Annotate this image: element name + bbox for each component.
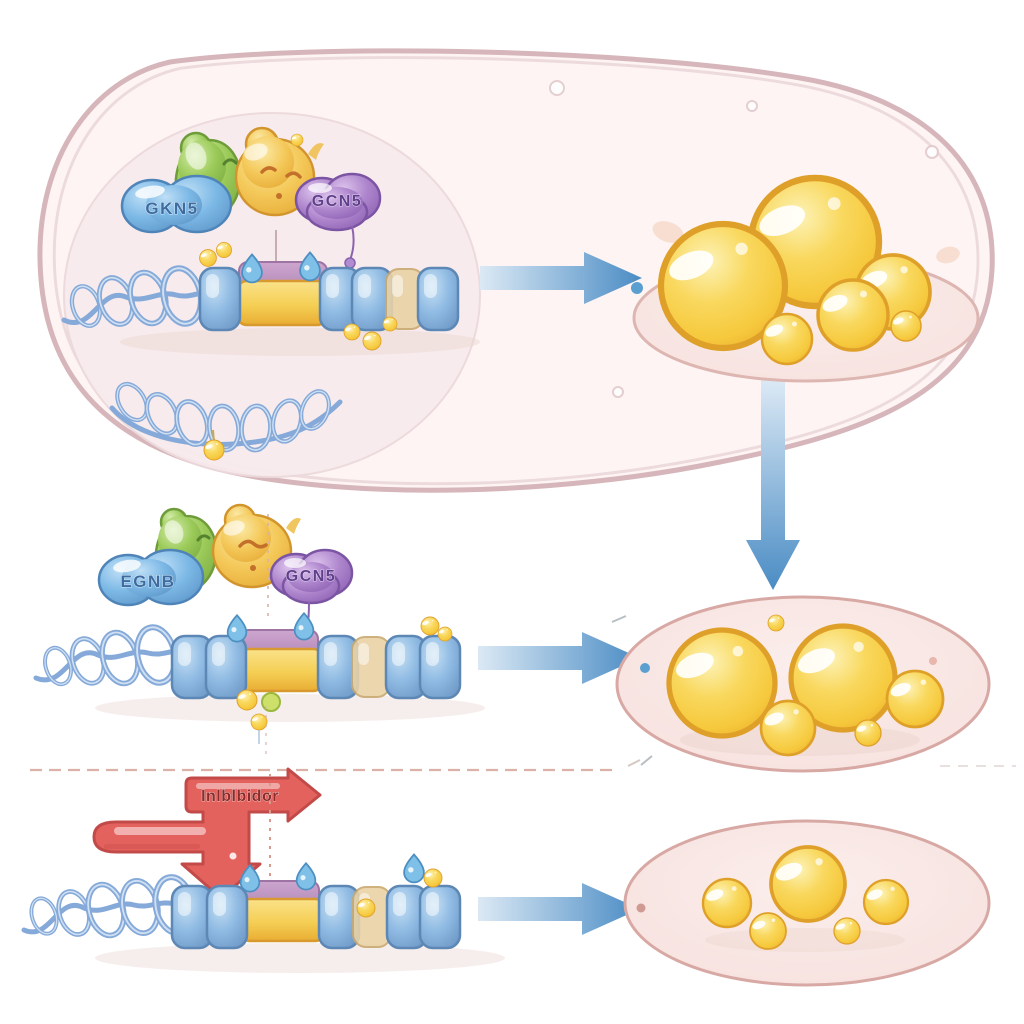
nucleosome-block: [198, 266, 242, 332]
lipid-droplet: [833, 917, 861, 945]
row2-transcription-factors: EGNB GCN5: [97, 503, 354, 633]
condensed-chromatin-coil: [111, 379, 343, 461]
row3-chromatin-track: [21, 853, 505, 973]
factor-blob-blue: EGNB: [97, 548, 205, 607]
blue-speck: [640, 663, 650, 673]
factor-label-row2-purple: GCN5: [286, 568, 336, 585]
factor-label-row2-blue: EGNB: [120, 572, 175, 591]
lipid-droplet: [816, 278, 890, 352]
pendant-lipid-droplet: [203, 439, 225, 461]
lipid-droplet: [759, 699, 817, 757]
pink-speck: [636, 903, 646, 913]
arrow-right-row3: [478, 883, 640, 935]
lipid-droplet: [760, 312, 814, 366]
blue-speck: [631, 282, 643, 294]
factor-blob-purple: GCN5: [294, 172, 382, 269]
lipid-droplet: [701, 877, 753, 929]
pink-speck: [929, 657, 937, 665]
row2-chromatin-track: [33, 612, 485, 760]
arrow-right-row2: [478, 632, 640, 684]
cell-membrane-inner: [52, 56, 980, 486]
gene-bar: [235, 279, 329, 327]
gold-horn: [308, 143, 324, 160]
lipid-droplet: [862, 878, 910, 926]
top-lipid-droplet-cluster: [631, 178, 980, 383]
lipid-droplet: [885, 669, 945, 729]
factor-blob-yellow: [234, 126, 324, 217]
squiggle-mark: [238, 539, 268, 549]
gene-bar: [237, 647, 325, 693]
nucleosome-block: [205, 884, 249, 950]
squiggle-mark: [260, 166, 302, 179]
lipid-droplet: [749, 912, 787, 950]
arrow-right-row1: [480, 252, 642, 304]
nucleosome-block-tan: [352, 886, 392, 948]
factor-blob-blue: GKN5: [120, 174, 233, 234]
nucleosome-block-tan: [351, 636, 391, 698]
factor-label-row1-blue: GKN5: [145, 199, 198, 218]
nucleosome-block: [418, 634, 462, 700]
lipid-droplet: [669, 630, 775, 736]
lipid-droplet: [854, 719, 882, 747]
squiggle-mark: [196, 534, 211, 542]
arrow-down: [746, 380, 800, 590]
row1-chromatin-track: [61, 242, 480, 356]
inhibitor-arrow: Inlblbidor: [92, 767, 322, 900]
gene-bar: [238, 897, 327, 943]
dashed-separator-line: [30, 759, 1016, 772]
inhibitor-label: Inlblbidor: [201, 788, 279, 805]
cytoplasm-smudges: [652, 221, 960, 264]
gold-horn: [286, 518, 301, 534]
membrane-specks: [549, 80, 939, 398]
lipid-droplet: [890, 310, 922, 342]
nucleosome-block: [418, 884, 462, 950]
row1-transcription-factors: GKN5 GCN5: [120, 126, 382, 269]
nucleosome-block: [416, 266, 460, 332]
middle-cell: [611, 595, 991, 773]
lipid-droplet: [769, 845, 847, 923]
blob-tail: [349, 225, 355, 261]
factor-label-row1-purple: GCN5: [312, 193, 362, 210]
bottom-cell: [623, 819, 991, 987]
nucleosome-block: [204, 634, 248, 700]
factor-blob-purple: GCN5: [269, 548, 354, 633]
